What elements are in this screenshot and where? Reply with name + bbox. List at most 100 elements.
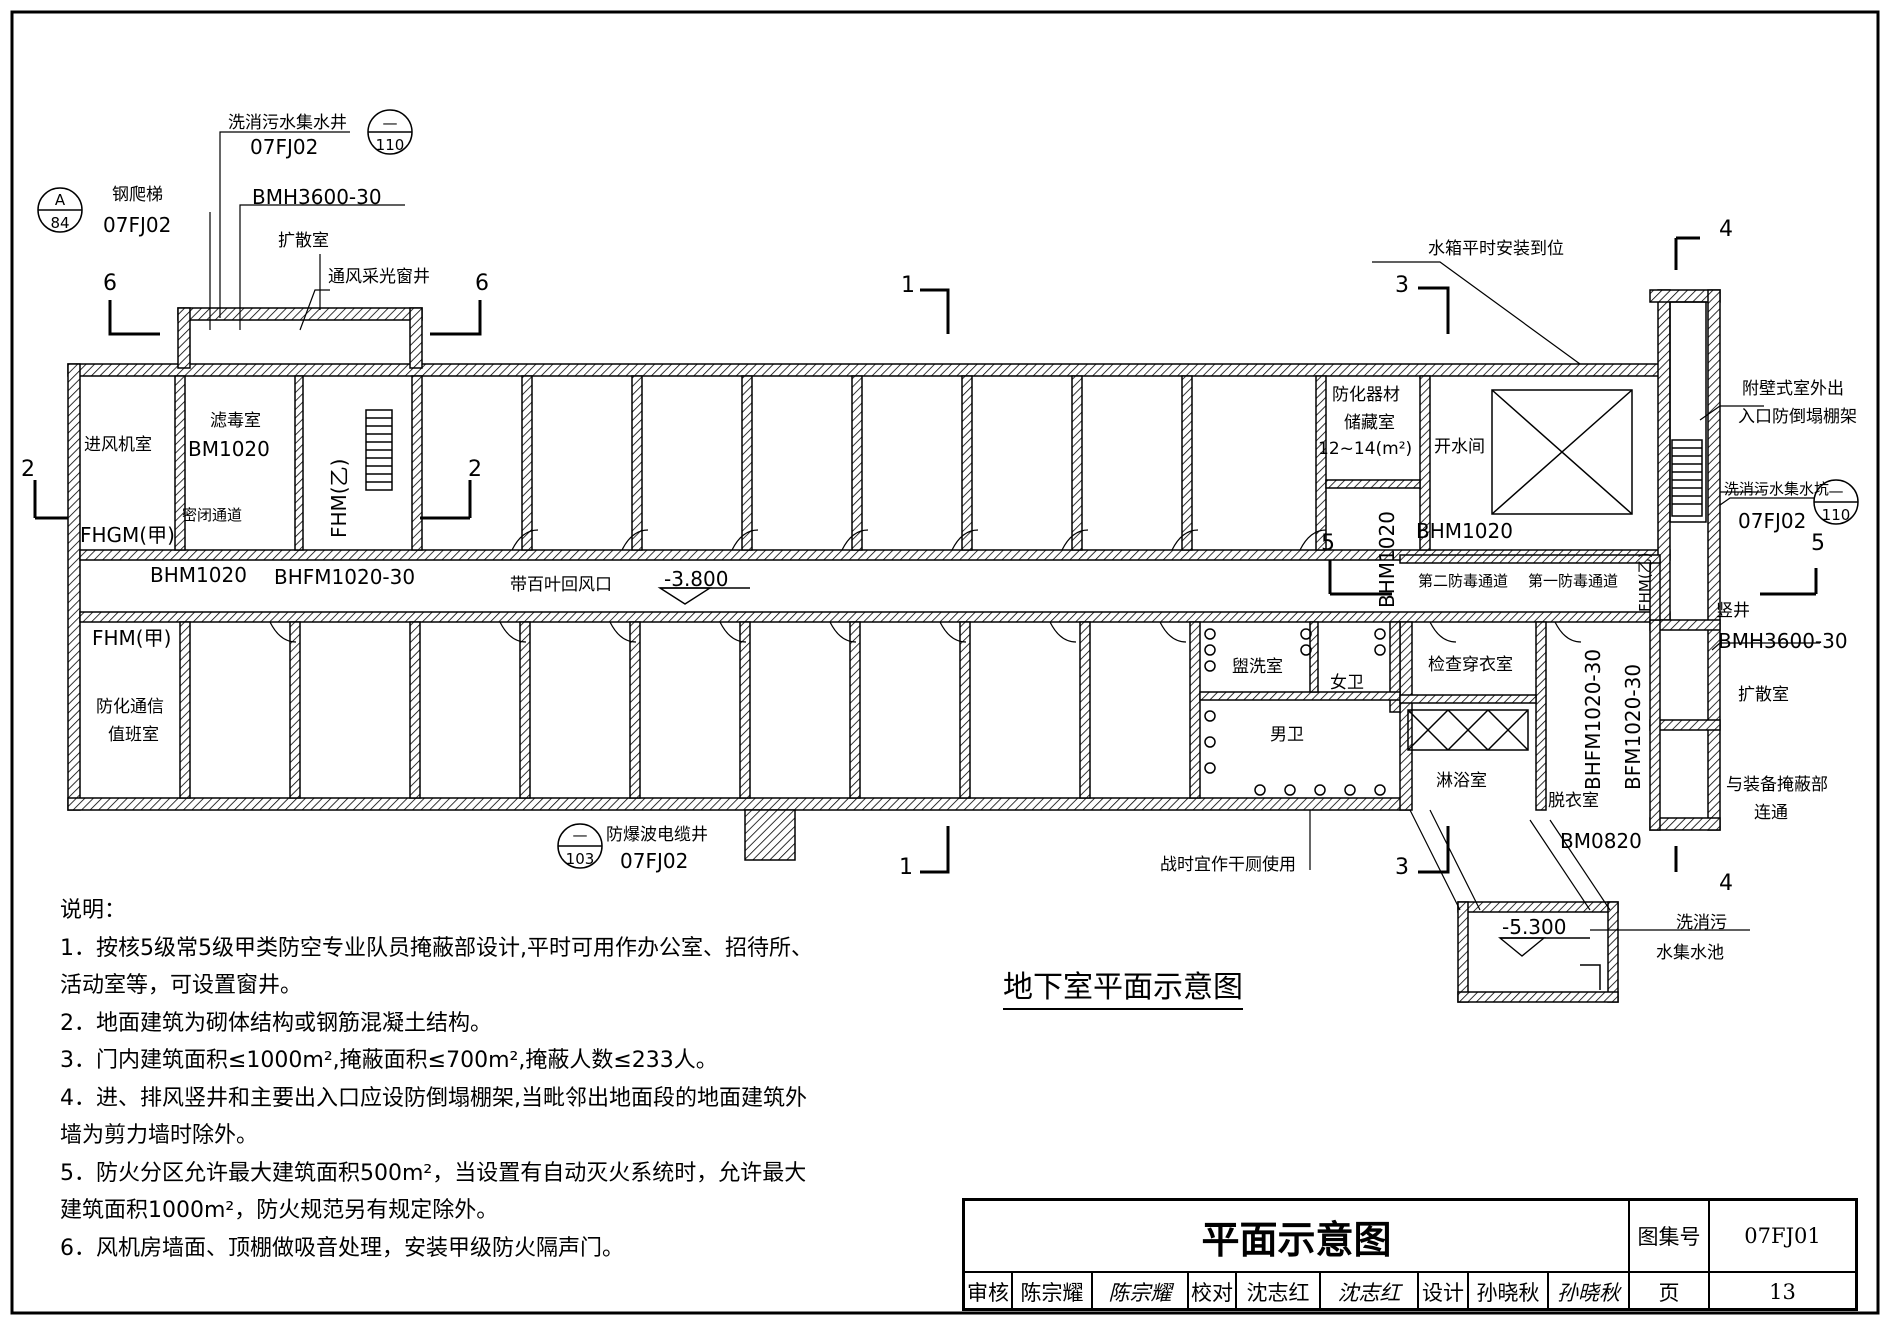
- notes-heading: 说明：: [60, 898, 127, 923]
- room-intake-fan: 进风机室: [84, 435, 152, 455]
- sewage-pool-1: 洗消污: [1676, 913, 1727, 933]
- room-water: 开水间: [1434, 437, 1485, 457]
- door-bm1020-left: BM1020: [188, 437, 270, 461]
- reference-circles: [37, 109, 1859, 869]
- sewage-well-ref: 07FJ02: [250, 135, 318, 159]
- review-label: 审核: [965, 1273, 1013, 1311]
- circle-4-top: —: [573, 826, 588, 844]
- note-line: 建筑面积1000m²，防火规范另有规定除外。: [60, 1198, 499, 1223]
- door-bhm-left: BHM1020: [150, 563, 247, 587]
- door-bhfm-left: BHFM1020-30: [274, 565, 415, 589]
- circle-2-top: A: [55, 191, 66, 209]
- vent-window-well: 通风采光窗井: [328, 267, 430, 287]
- section-2-left: 2: [21, 457, 35, 482]
- section-3-bottom: 3: [1395, 855, 1409, 880]
- room-second-decon: 第二防毒通道: [1418, 572, 1508, 590]
- leader-lines: [209, 131, 1830, 931]
- atlas-number: 07FJ01: [1710, 1201, 1855, 1273]
- title-block: 平面示意图 图集号 07FJ01 审核 陈宗耀 陈宗耀 校对 沈志红 沈志红 设…: [962, 1198, 1858, 1311]
- design-label: 设计: [1419, 1273, 1469, 1311]
- wartime-toilet-label: 战时宜作干厕使用: [1160, 854, 1296, 875]
- section-2-right: 2: [468, 457, 482, 482]
- door-fhm-yi: FHM(乙): [327, 459, 351, 538]
- sewage-well-label: 洗消污水集水井: [228, 113, 347, 133]
- sewage-pit-ref: 07FJ02: [1738, 509, 1806, 533]
- door-fhm-jia: FHM(甲): [92, 626, 171, 650]
- note-line: 活动室等，可设置窗井。: [60, 973, 303, 998]
- section-6-right: 6: [475, 271, 489, 296]
- walls: [67, 289, 1721, 1003]
- circle-3-top: —: [1829, 482, 1844, 500]
- bmh-top-label: BMH3600-30: [252, 185, 382, 209]
- blast-cable-label: 防爆波电缆井: [606, 825, 708, 845]
- door-fhgm: FHGM(甲): [80, 523, 175, 547]
- note-line: 6．风机房墙面、顶棚做吸音处理，安装甲级防火隔声门。: [60, 1235, 624, 1261]
- circle-2-bottom: 84: [50, 214, 69, 232]
- equip-link-1: 与装备掩蔽部: [1726, 775, 1828, 795]
- note-line: 4．进、排风竖井和主要出入口应设防倒塌棚架,当毗邻出地面段的地面建筑外: [60, 1085, 807, 1111]
- section-4-top: 4: [1719, 217, 1733, 242]
- door-bm0820: BM0820: [1560, 829, 1642, 853]
- note-line: 5．防火分区允许最大建筑面积500m²，当设置有自动灭火系统时，允许最大: [60, 1160, 807, 1186]
- diffusion-room-top: 扩散室: [278, 231, 329, 251]
- drawing-frame: [10, 10, 1880, 1315]
- design-signature: 孙晓秋: [1549, 1273, 1630, 1311]
- room-shower: 淋浴室: [1436, 771, 1487, 791]
- room-inspect-dress: 检查穿衣室: [1428, 655, 1513, 675]
- equip-link-2: 连通: [1754, 803, 1788, 823]
- door-bfm-right: BFM1020-30: [1621, 664, 1645, 790]
- bmh-right-label: BMH3600-30: [1718, 629, 1848, 653]
- title-block-title: 平面示意图: [965, 1201, 1630, 1273]
- note-line: 3．门内建筑面积≤1000m²,掩蔽面积≤700m²,掩蔽人数≤233人。: [60, 1048, 718, 1073]
- room-undress: 脱衣室: [1548, 791, 1599, 811]
- room-comm-duty-1: 防化通信: [96, 697, 164, 717]
- note-line: 墙为剪力墙时除外。: [60, 1123, 259, 1148]
- door-bhfm-right: BHFM1020-30: [1581, 649, 1605, 790]
- room-chem-store-area: 12~14(m²): [1318, 439, 1412, 459]
- circle-1-top: —: [383, 114, 398, 132]
- sewage-pit-label: 洗消污水集水坑: [1724, 480, 1829, 498]
- door-bhm-mid-v: BHM1020: [1375, 511, 1399, 608]
- section-3-top: 3: [1395, 273, 1409, 298]
- wall-exit-1: 附壁式室外出: [1742, 379, 1844, 399]
- circle-3-bottom: 110: [1822, 506, 1851, 524]
- room-wash: 盥洗室: [1232, 657, 1283, 677]
- steel-ladder-ref: 07FJ02: [103, 213, 171, 237]
- section-6-left: 6: [103, 271, 117, 296]
- page-number: 13: [1769, 1280, 1796, 1304]
- room-shaft: 竖井: [1716, 601, 1750, 621]
- review-name: 陈宗耀: [1013, 1273, 1093, 1311]
- door-swings: [269, 529, 1582, 643]
- water-tank-label: 水箱平时安装到位: [1428, 239, 1564, 259]
- section-4-bottom: 4: [1719, 871, 1733, 896]
- circle-1-bottom: 110: [376, 136, 405, 154]
- section-markers: [33, 236, 1818, 874]
- fixtures: [365, 301, 1707, 990]
- blast-cable-ref: 07FJ02: [620, 849, 688, 873]
- sewage-pool-2: 水集水池: [1656, 943, 1724, 963]
- page-label: 页: [1630, 1273, 1710, 1311]
- design-name: 孙晓秋: [1469, 1273, 1549, 1311]
- notes-block: 说明： 1．按核5级常5级甲类防空专业队员掩蔽部设计,平时可用作办公室、招待所、…: [60, 892, 890, 1267]
- room-female-wc: 女卫: [1330, 673, 1364, 693]
- section-5-right: 5: [1811, 531, 1825, 556]
- review-signature: 陈宗耀: [1093, 1273, 1189, 1311]
- room-diffusion-right: 扩散室: [1738, 685, 1789, 705]
- room-first-decon: 第一防毒通道: [1528, 572, 1618, 590]
- louver-label: 带百叶回风口: [510, 575, 612, 595]
- room-comm-duty-2: 值班室: [108, 725, 159, 745]
- door-bhm-mid-h: BHM1020: [1416, 519, 1513, 543]
- door-fhm-yi-right: FHM(乙): [1636, 552, 1654, 612]
- room-chem-store-1: 防化器材: [1332, 385, 1400, 405]
- elevation-pool: -5.300: [1502, 915, 1566, 939]
- room-sealed-passage: 密闭通道: [182, 506, 242, 524]
- circle-4-bottom: 103: [566, 850, 595, 868]
- note-line: 1．按核5级常5级甲类防空专业队员掩蔽部设计,平时可用作办公室、招待所、: [60, 935, 813, 961]
- plan-labels: — 110 A 84 — 110 — 103 洗消污水集水井 07FJ02 钢爬…: [21, 113, 1857, 963]
- elevation-main: -3.800: [664, 567, 728, 591]
- section-1-top: 1: [901, 273, 915, 298]
- section-5-left: 5: [1321, 531, 1335, 556]
- steel-ladder-label: 钢爬梯: [112, 185, 163, 205]
- room-chem-store-2: 储藏室: [1344, 413, 1395, 433]
